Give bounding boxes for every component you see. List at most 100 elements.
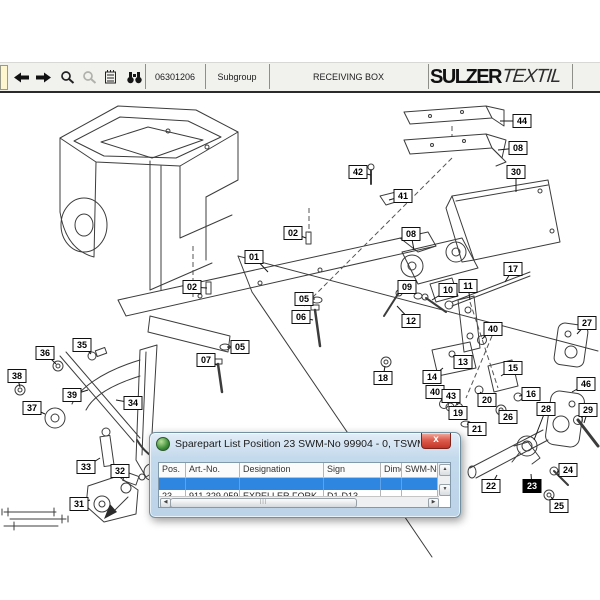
callout-17[interactable]: 17 <box>503 262 523 276</box>
row-cell-2[interactable]: EXPELLER FORK <box>240 490 324 497</box>
callout-31[interactable]: 31 <box>69 497 89 511</box>
callout-33[interactable]: 33 <box>76 460 96 474</box>
fork-shaft <box>460 420 549 479</box>
column-header-5[interactable]: SWM-No <box>402 463 439 477</box>
callout-13[interactable]: 13 <box>453 355 473 369</box>
bolt-29 <box>573 415 600 448</box>
machine-frame <box>59 105 599 558</box>
selected-cell-5[interactable] <box>402 478 439 490</box>
parts-list-icon[interactable] <box>100 67 120 87</box>
carriage-part <box>400 237 479 303</box>
callout-25[interactable]: 25 <box>549 499 569 513</box>
callout-24[interactable]: 24 <box>558 463 578 477</box>
close-icon[interactable]: x <box>421 433 451 449</box>
callout-43[interactable]: 43 <box>441 389 461 403</box>
dialog-titlebar[interactable]: Sparepart List Position 23 SWM-No 99904 … <box>156 433 420 455</box>
callout-16[interactable]: 16 <box>521 387 541 401</box>
callout-08[interactable]: 08 <box>401 227 421 241</box>
column-header-2[interactable]: Designation <box>240 463 324 477</box>
callout-46[interactable]: 46 <box>576 377 596 391</box>
callout-02[interactable]: 02 <box>283 226 303 240</box>
sparepart-list-dialog: Sparepart List Position 23 SWM-No 99904 … <box>149 432 461 518</box>
callout-10[interactable]: 10 <box>438 283 458 297</box>
callout-26[interactable]: 26 <box>498 410 518 424</box>
callout-36[interactable]: 36 <box>35 346 55 360</box>
callout-06[interactable]: 06 <box>291 310 311 324</box>
callout-18[interactable]: 18 <box>373 371 393 385</box>
subgroup-label: Subgroup <box>217 71 257 82</box>
column-header-1[interactable]: Art.-No. <box>186 463 240 477</box>
callout-09[interactable]: 09 <box>397 280 417 294</box>
forward-arrow-icon[interactable] <box>33 67 53 87</box>
row-cell-4[interactable] <box>381 490 402 497</box>
callout-05[interactable]: 05 <box>230 340 250 354</box>
selected-cell-4[interactable] <box>381 478 402 490</box>
back-arrow-icon[interactable] <box>11 67 31 87</box>
toolbar: 06301206 Subgroup RECEIVING BOX SULZER T… <box>0 62 600 93</box>
rail-part <box>117 231 437 353</box>
callout-35[interactable]: 35 <box>72 338 92 352</box>
scroll-right-icon[interactable]: ▶ <box>428 498 439 507</box>
callout-05[interactable]: 05 <box>294 292 314 306</box>
selected-cell-0[interactable] <box>159 478 186 490</box>
callout-37[interactable]: 37 <box>22 401 42 415</box>
callout-20[interactable]: 20 <box>477 393 497 407</box>
callout-27[interactable]: 27 <box>577 316 597 330</box>
table-row-selected[interactable] <box>159 478 450 490</box>
search-binoculars-icon[interactable] <box>124 67 144 87</box>
callout-23[interactable]: 23 <box>522 479 542 493</box>
row-cell-1[interactable]: 911.329.059 <box>186 490 240 497</box>
callout-15[interactable]: 15 <box>503 361 523 375</box>
row-cell-0[interactable]: 23 <box>159 490 186 497</box>
row-cell-3[interactable]: D1-D13 <box>324 490 381 497</box>
top-bars <box>403 105 507 167</box>
window-icon <box>156 437 170 451</box>
callout-07[interactable]: 07 <box>196 353 216 367</box>
brand-secondary: TEXTIL <box>500 66 562 87</box>
column-header-0[interactable]: Pos. <box>159 463 186 477</box>
callout-29[interactable]: 29 <box>578 403 598 417</box>
selected-cell-3[interactable] <box>324 478 381 490</box>
callout-38[interactable]: 38 <box>7 369 27 383</box>
table-header-row: Pos.Art.-No.DesignationSignDimeSWM-No <box>159 463 450 478</box>
callout-14[interactable]: 14 <box>422 370 442 384</box>
callout-22[interactable]: 22 <box>481 479 501 493</box>
callout-21[interactable]: 21 <box>467 422 487 436</box>
cover-panel <box>445 179 561 263</box>
section-label: RECEIVING BOX <box>312 71 384 82</box>
callout-19[interactable]: 19 <box>448 406 468 420</box>
callout-12[interactable]: 12 <box>401 314 421 328</box>
callout-44[interactable]: 44 <box>512 114 532 128</box>
zoom-disabled-icon <box>79 67 99 87</box>
brand-logo: SULZER TEXTIL <box>430 64 562 90</box>
scroll-up-icon[interactable]: ▲ <box>439 464 450 476</box>
callout-32[interactable]: 32 <box>110 464 130 478</box>
detail-sketch <box>1 496 129 531</box>
scrollbar-thumb[interactable]: ||| <box>170 498 357 507</box>
callout-11[interactable]: 11 <box>458 279 478 293</box>
callout-41[interactable]: 41 <box>393 189 413 203</box>
partial-button[interactable] <box>0 65 8 90</box>
column-header-4[interactable]: Dime <box>381 463 402 477</box>
callout-01[interactable]: 01 <box>244 250 264 264</box>
dialog-title: Sparepart List Position 23 SWM-No 99904 … <box>175 438 420 450</box>
side-plates <box>545 322 589 448</box>
selected-cell-1[interactable] <box>186 478 240 490</box>
callout-30[interactable]: 30 <box>506 165 526 179</box>
callout-28[interactable]: 28 <box>536 402 556 416</box>
zoom-icon[interactable] <box>57 67 77 87</box>
callout-42[interactable]: 42 <box>348 165 368 179</box>
callout-39[interactable]: 39 <box>62 388 82 402</box>
column-header-3[interactable]: Sign <box>324 463 381 477</box>
vertical-scrollbar[interactable]: ▲ ▼ <box>437 463 450 496</box>
scroll-down-icon[interactable]: ▼ <box>439 484 450 496</box>
sparepart-table: Pos.Art.-No.DesignationSignDimeSWM-No 23… <box>158 462 451 508</box>
callout-02[interactable]: 02 <box>182 280 202 294</box>
horizontal-scrollbar[interactable]: ◀ ▶ ||| <box>159 496 439 507</box>
callout-40[interactable]: 40 <box>483 322 503 336</box>
selected-cell-2[interactable] <box>240 478 324 490</box>
callout-08[interactable]: 08 <box>508 141 528 155</box>
lever-arm <box>44 344 161 481</box>
callout-34[interactable]: 34 <box>123 396 143 410</box>
